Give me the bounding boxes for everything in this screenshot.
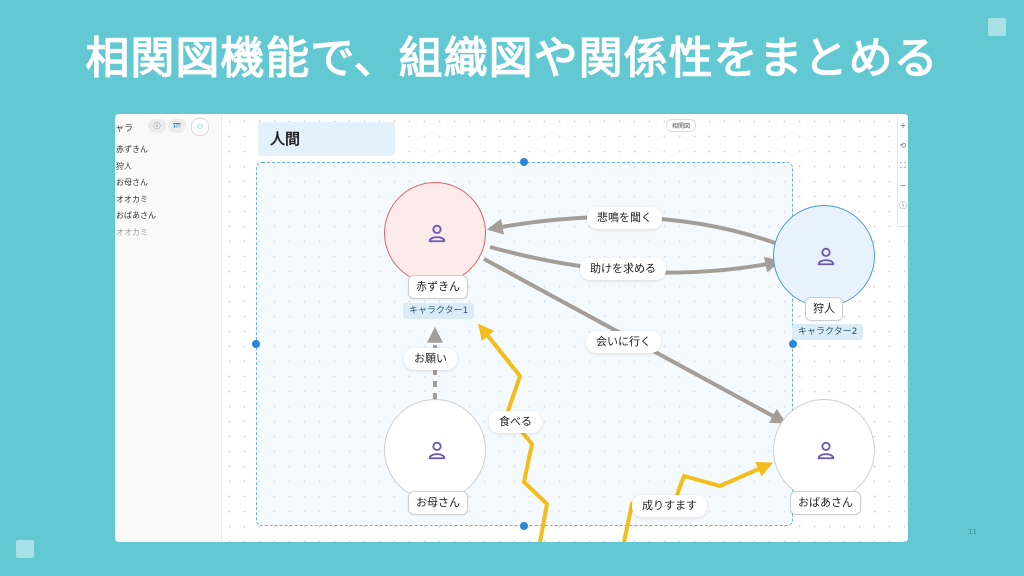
node-name-obaasan[interactable]: おばあさん xyxy=(790,491,861,515)
canvas-label: 相関図 xyxy=(666,119,697,132)
app-window: ャラ ⓘ 🪪 ⚇ 赤ずきん 狩人 お母さん オオカミ おばあさん オオカミ 相関… xyxy=(115,114,908,542)
fit-icon[interactable]: ⛶ xyxy=(900,161,906,170)
decorative-square xyxy=(988,18,1006,36)
edge-label-eat[interactable]: 食べる xyxy=(489,411,542,433)
sidebar-title: ャラ xyxy=(115,124,134,134)
person-add-icon[interactable]: ⚇ xyxy=(191,118,209,136)
zoom-toolbar: + ⟲ ⛶ − ⓘ xyxy=(897,116,908,227)
sidebar-header: ャラ ⓘ 🪪 ⚇ xyxy=(115,118,221,138)
sidebar-item-akazukin[interactable]: 赤ずきん xyxy=(116,145,148,154)
person-icon xyxy=(817,247,835,266)
node-name-kariudo[interactable]: 狩人 xyxy=(805,297,843,321)
node-akazukin[interactable] xyxy=(384,182,486,284)
resize-handle-bottom[interactable] xyxy=(520,522,528,530)
edge-eat[interactable] xyxy=(478,323,550,542)
diagram-canvas[interactable]: 相関図 + ⟲ ⛶ − ⓘ 人間 xyxy=(222,114,908,542)
sidebar-item-ookami-dragging[interactable]: オオカミ xyxy=(116,227,148,237)
sidebar-item-okaasan[interactable]: お母さん xyxy=(116,178,148,188)
sidebar-item-kariudo[interactable]: 狩人 xyxy=(116,161,132,171)
node-name-okaasan[interactable]: お母さん xyxy=(408,491,468,515)
zoom-in-icon[interactable]: + xyxy=(899,121,907,130)
page-number: 11 xyxy=(968,528,977,536)
group-label[interactable]: 人間 xyxy=(258,122,395,156)
zoom-out-icon[interactable]: − xyxy=(899,181,907,190)
sidebar-item-ookami[interactable]: オオカミ xyxy=(116,194,148,204)
node-tag-kariudo: キャラクター2 xyxy=(792,324,864,340)
person-icon xyxy=(817,441,835,460)
sidebar-item-obaasan[interactable]: おばあさん xyxy=(116,211,156,221)
resize-handle-right[interactable] xyxy=(789,340,797,348)
slide-title: 相関図機能で、組織図や関係性をまとめる xyxy=(85,33,939,84)
edge-label-request[interactable]: お願い xyxy=(404,348,457,370)
character-list: 赤ずきん 狩人 お母さん オオカミ おばあさん オオカミ xyxy=(115,142,221,242)
node-kariudo[interactable] xyxy=(773,205,875,307)
node-name-akazukin[interactable]: 赤ずきん xyxy=(408,275,468,299)
node-okaasan[interactable] xyxy=(384,399,486,501)
decorative-square xyxy=(16,540,34,558)
person-icon xyxy=(428,224,446,243)
person-icon xyxy=(428,441,446,460)
node-obaasan[interactable] xyxy=(773,399,875,501)
card-icon[interactable]: 🪪 xyxy=(168,119,186,133)
character-sidebar: ャラ ⓘ 🪪 ⚇ 赤ずきん 狩人 お母さん オオカミ おばあさん オオカミ xyxy=(115,114,222,542)
edge-label-help[interactable]: 助けを求める xyxy=(580,258,666,280)
info-icon[interactable]: ⓘ xyxy=(148,119,166,133)
resize-handle-left[interactable] xyxy=(252,340,260,348)
edge-label-scream[interactable]: 悲鳴を聞く xyxy=(587,207,662,229)
node-tag-akazukin: キャラクター1 xyxy=(403,303,475,319)
edge-label-impersonate[interactable]: 成りすます xyxy=(632,495,707,517)
help-icon[interactable]: ⓘ xyxy=(899,201,907,210)
resize-handle-top[interactable] xyxy=(520,158,528,166)
rotate-icon[interactable]: ⟲ xyxy=(899,141,907,150)
edge-label-visit[interactable]: 会いに行く xyxy=(586,331,661,353)
